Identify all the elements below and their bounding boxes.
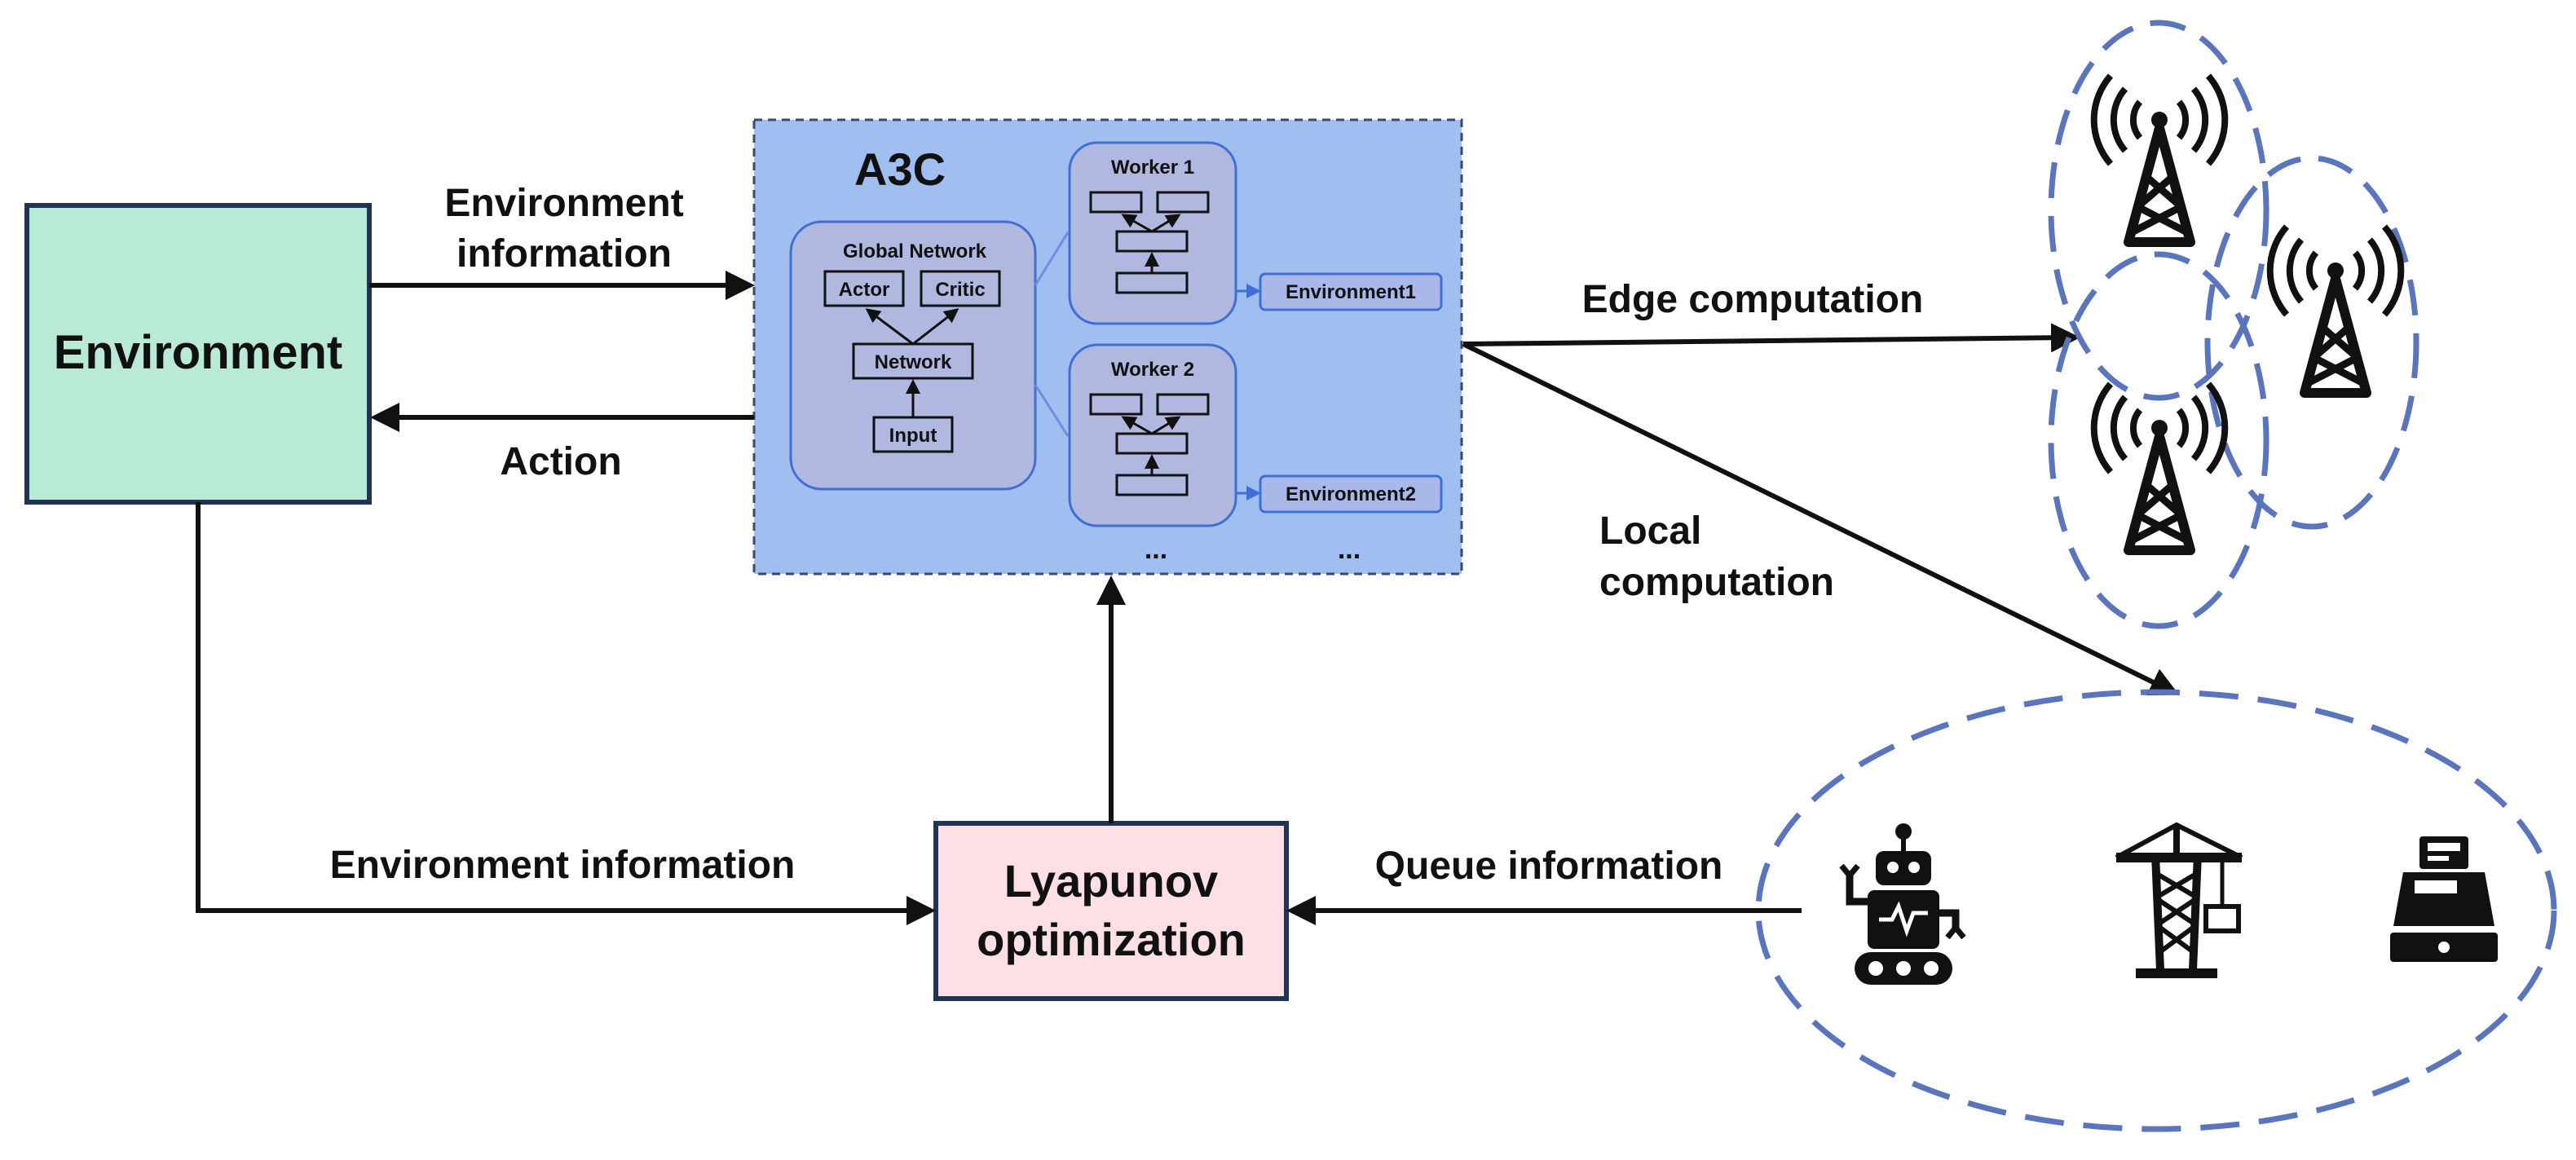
label-action: Action	[500, 440, 621, 483]
robot-icon	[1839, 823, 1966, 985]
global-network: Global Network Actor Critic Network Inpu…	[789, 220, 1037, 491]
lyapunov-label-line2: optimization	[977, 914, 1246, 965]
environment1-label: Environment1	[1286, 281, 1416, 303]
cell-tower-icon	[2094, 384, 2225, 550]
worker-2: Worker 2	[1068, 343, 1237, 527]
worker-1: Worker 1	[1068, 141, 1237, 325]
environment1-box: Environment1	[1236, 272, 1443, 311]
actor-label: Actor	[839, 279, 890, 301]
worker-1-title: Worker 1	[1111, 157, 1194, 179]
worker-2-title: Worker 2	[1111, 359, 1194, 381]
environment2-label: Environment2	[1286, 483, 1416, 505]
crane-icon	[2115, 822, 2243, 978]
edges: Environment information Action Environme…	[196, 182, 2180, 925]
label-environment-information-bottom: Environment information	[330, 844, 796, 887]
label-edge-computation: Edge computation	[1582, 278, 1924, 321]
environments-ellipsis: ...	[1338, 534, 1361, 565]
cell-tower-icon	[2270, 227, 2402, 393]
label-local-computation-line2: computation	[1599, 561, 1834, 604]
arrow-edge-computation	[1462, 323, 2080, 353]
label-local-computation-line1: Local	[1599, 509, 1701, 553]
cell-tower-icon	[2094, 76, 2225, 242]
arrow-local-computation	[1462, 342, 2180, 695]
environment-node: Environment	[24, 203, 372, 505]
edge-server-cluster	[2048, 20, 2419, 629]
local-device-cluster	[1755, 689, 2557, 1132]
lyapunov-node: Lyapunov optimization	[933, 821, 1289, 1001]
label-environment-information-top-line2: information	[457, 232, 672, 276]
a3c-block: A3C Global Network Actor Critic Network …	[752, 118, 1463, 576]
arrow-env-to-lyapunov	[196, 502, 936, 925]
environment-label: Environment	[54, 326, 343, 379]
lyapunov-label-line1: Lyapunov	[1004, 855, 1218, 906]
label-queue-information: Queue information	[1375, 845, 1723, 888]
label-environment-information-top-line1: Environment	[444, 182, 683, 225]
network-label: Network	[875, 351, 952, 373]
a3c-title: A3C	[854, 143, 946, 195]
critic-label: Critic	[935, 279, 985, 301]
workers-ellipsis: ...	[1145, 534, 1167, 565]
input-label: Input	[889, 425, 937, 447]
cash-register-icon	[2390, 836, 2498, 962]
global-network-title: Global Network	[843, 240, 987, 262]
environment2-box: Environment2	[1236, 474, 1443, 514]
